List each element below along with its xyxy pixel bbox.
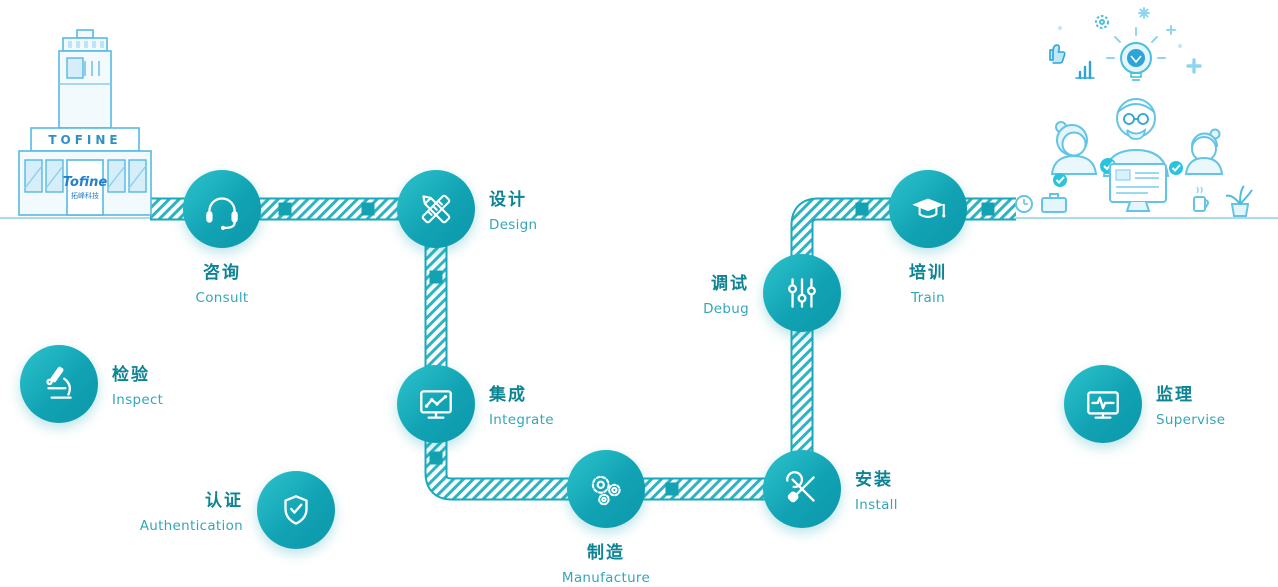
step-debug-label: 调试 Debug [703, 269, 749, 317]
item-inspect-label: 检验 Inspect [112, 360, 163, 408]
bar-chart-icon [1075, 60, 1095, 80]
step-manufacture: 制造 Manufacture [562, 450, 650, 586]
step-zh-label: 调试 [711, 274, 749, 294]
shield-check-icon [275, 489, 317, 531]
step-train-label: 培训 Train [909, 258, 947, 306]
step-debug: 调试 Debug [703, 254, 841, 332]
plant-icon [1225, 185, 1253, 217]
thumbs-up-icon [1049, 44, 1066, 64]
step-zh-label: 监理 [1156, 385, 1194, 405]
step-en-label: Inspect [112, 392, 164, 408]
step-debug-circle [763, 254, 841, 332]
building-logo: Tofine [63, 175, 108, 190]
step-en-label: Design [489, 217, 538, 233]
microscope-icon [38, 363, 80, 405]
step-zh-label: 咨询 [202, 263, 241, 283]
step-train-circle [889, 170, 967, 248]
item-inspect-circle [20, 345, 98, 423]
sparkle-icon [1138, 7, 1176, 35]
gear-icon [1095, 15, 1109, 29]
building-illustration: TOFINE Tofine 拓峰科技 [18, 29, 152, 216]
coffee-cup-icon [1193, 186, 1209, 212]
team-illustration [1015, 7, 1253, 217]
gears-icon [585, 468, 627, 510]
item-supervise-label: 监理 Supervise [1156, 380, 1225, 428]
sliders-icon [781, 272, 823, 314]
step-zh-label: 制造 [586, 543, 625, 563]
step-zh-label: 集成 [489, 385, 527, 405]
step-manufacture-label: 制造 Manufacture [562, 538, 650, 586]
ground-line-left [0, 217, 162, 219]
step-en-label: Authentication [139, 518, 243, 534]
plus-icon [1186, 58, 1202, 74]
step-en-label: Manufacture [561, 570, 651, 586]
step-design: 设计 Design [397, 170, 537, 248]
monitor-chart-icon [415, 383, 457, 425]
step-integrate: 集成 Integrate [397, 365, 554, 443]
step-design-circle [397, 170, 475, 248]
item-authentication-label: 认证 Authentication [140, 486, 243, 534]
step-zh-label: 设计 [489, 190, 527, 210]
step-install: 安装 Install [763, 450, 897, 528]
headset-icon [201, 188, 243, 230]
ground-line-right [1010, 217, 1278, 219]
monitor-pulse-icon [1082, 383, 1124, 425]
step-en-label: Consult [195, 290, 249, 306]
step-en-label: Supervise [1156, 412, 1226, 428]
building-logo-sub: 拓峰科技 [71, 191, 99, 200]
step-train: 培训 Train [889, 170, 967, 306]
step-design-label: 设计 Design [489, 185, 537, 233]
step-zh-label: 检验 [112, 365, 150, 385]
step-en-label: Install [855, 497, 898, 513]
item-authentication: 认证 Authentication [140, 471, 335, 549]
step-install-circle [763, 450, 841, 528]
building-sign: TOFINE [48, 133, 121, 147]
step-install-label: 安装 Install [855, 465, 898, 513]
pencil-ruler-icon [415, 188, 457, 230]
step-consult-label: 咨询 Consult [196, 258, 249, 306]
step-manufacture-circle [567, 450, 645, 528]
item-supervise-circle [1064, 365, 1142, 443]
step-integrate-label: 集成 Integrate [489, 380, 554, 428]
step-consult: 咨询 Consult [183, 170, 261, 306]
step-consult-circle [183, 170, 261, 248]
graduation-cap-icon [907, 188, 949, 230]
step-zh-label: 安装 [855, 470, 893, 490]
item-supervise: 监理 Supervise [1064, 365, 1225, 443]
step-zh-label: 培训 [909, 263, 947, 283]
item-inspect: 检验 Inspect [20, 345, 163, 423]
step-en-label: Integrate [489, 412, 554, 428]
item-authentication-circle [257, 471, 335, 549]
step-integrate-circle [397, 365, 475, 443]
step-en-label: Debug [703, 301, 749, 317]
wrench-screwdriver-icon [781, 468, 823, 510]
step-zh-label: 认证 [205, 491, 243, 511]
step-en-label: Train [911, 290, 945, 306]
briefcase-icon [1041, 193, 1067, 213]
